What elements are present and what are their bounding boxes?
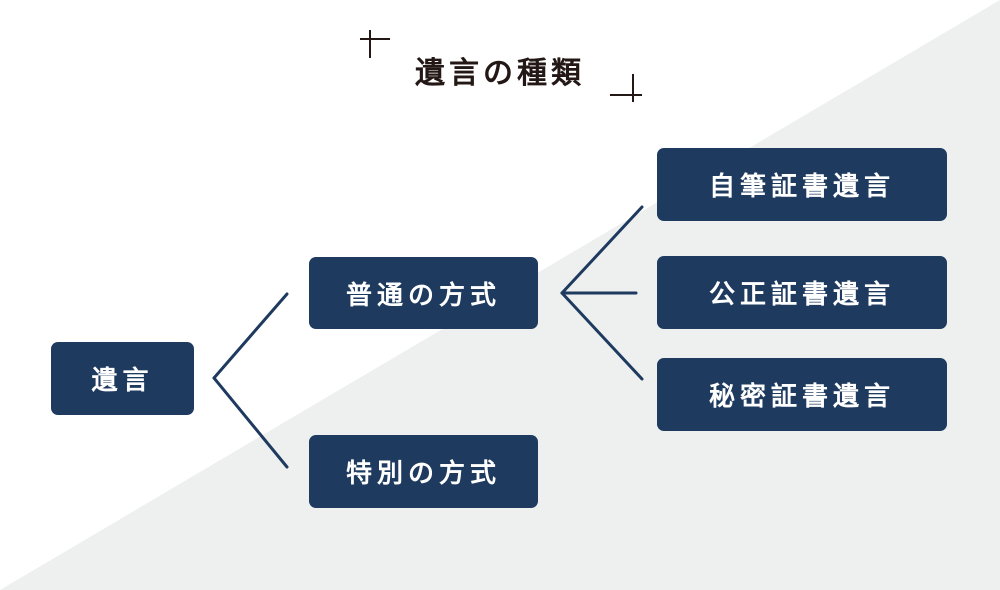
diagram-title: 遺言の種類 [360, 30, 642, 102]
node-notarial-will: 公正証書遺言 [657, 256, 947, 329]
node-ordinary-form: 普通の方式 [309, 257, 538, 329]
connector-root-to-normal [212, 292, 289, 380]
node-will: 遺言 [51, 342, 194, 415]
connector-normal-to-secret [560, 291, 644, 381]
connector-root-to-special [212, 376, 289, 469]
connector-normal-to-holographic [560, 205, 644, 295]
title-text: 遺言の種類 [415, 56, 585, 91]
node-special-form: 特別の方式 [309, 435, 538, 508]
node-holographic-will: 自筆証書遺言 [657, 148, 947, 221]
node-secret-will: 秘密証書遺言 [657, 358, 947, 431]
